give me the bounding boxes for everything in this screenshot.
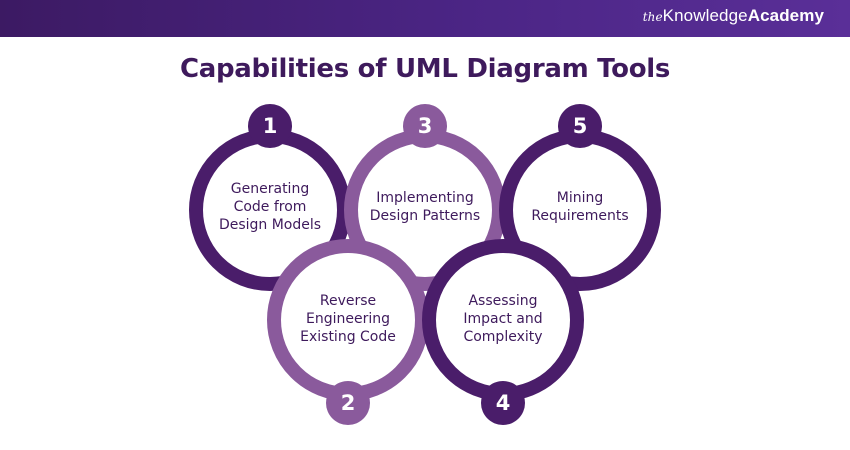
brand-prefix: the <box>642 10 663 24</box>
item-label-2: Reverse Engineering Existing Code <box>300 293 396 345</box>
item-number-5: 5 <box>572 114 588 138</box>
brand-name: Knowledge <box>662 6 748 25</box>
header-bar: theKnowledgeAcademy <box>0 0 850 37</box>
badge-2 <box>326 381 370 425</box>
item-label-4: Assessing Impact and Complexity <box>463 293 543 345</box>
item-number-3: 3 <box>417 114 433 138</box>
item-number-4: 4 <box>495 391 511 415</box>
badge-4 <box>481 381 525 425</box>
item-label-1: Generating Code from Design Models <box>218 181 322 233</box>
badge-3 <box>403 104 447 148</box>
item-label-5: Mining Requirements <box>531 190 629 224</box>
badge-1 <box>248 104 292 148</box>
badge-5 <box>558 104 602 148</box>
page-title: Capabilities of UML Diagram Tools <box>179 54 671 84</box>
brand-suffix: Academy <box>747 6 824 25</box>
item-number-1: 1 <box>262 114 278 138</box>
item-label-3: Implementing Design Patterns <box>369 190 481 224</box>
brand-logo: theKnowledgeAcademy <box>643 6 824 26</box>
item-number-2: 2 <box>340 391 356 415</box>
